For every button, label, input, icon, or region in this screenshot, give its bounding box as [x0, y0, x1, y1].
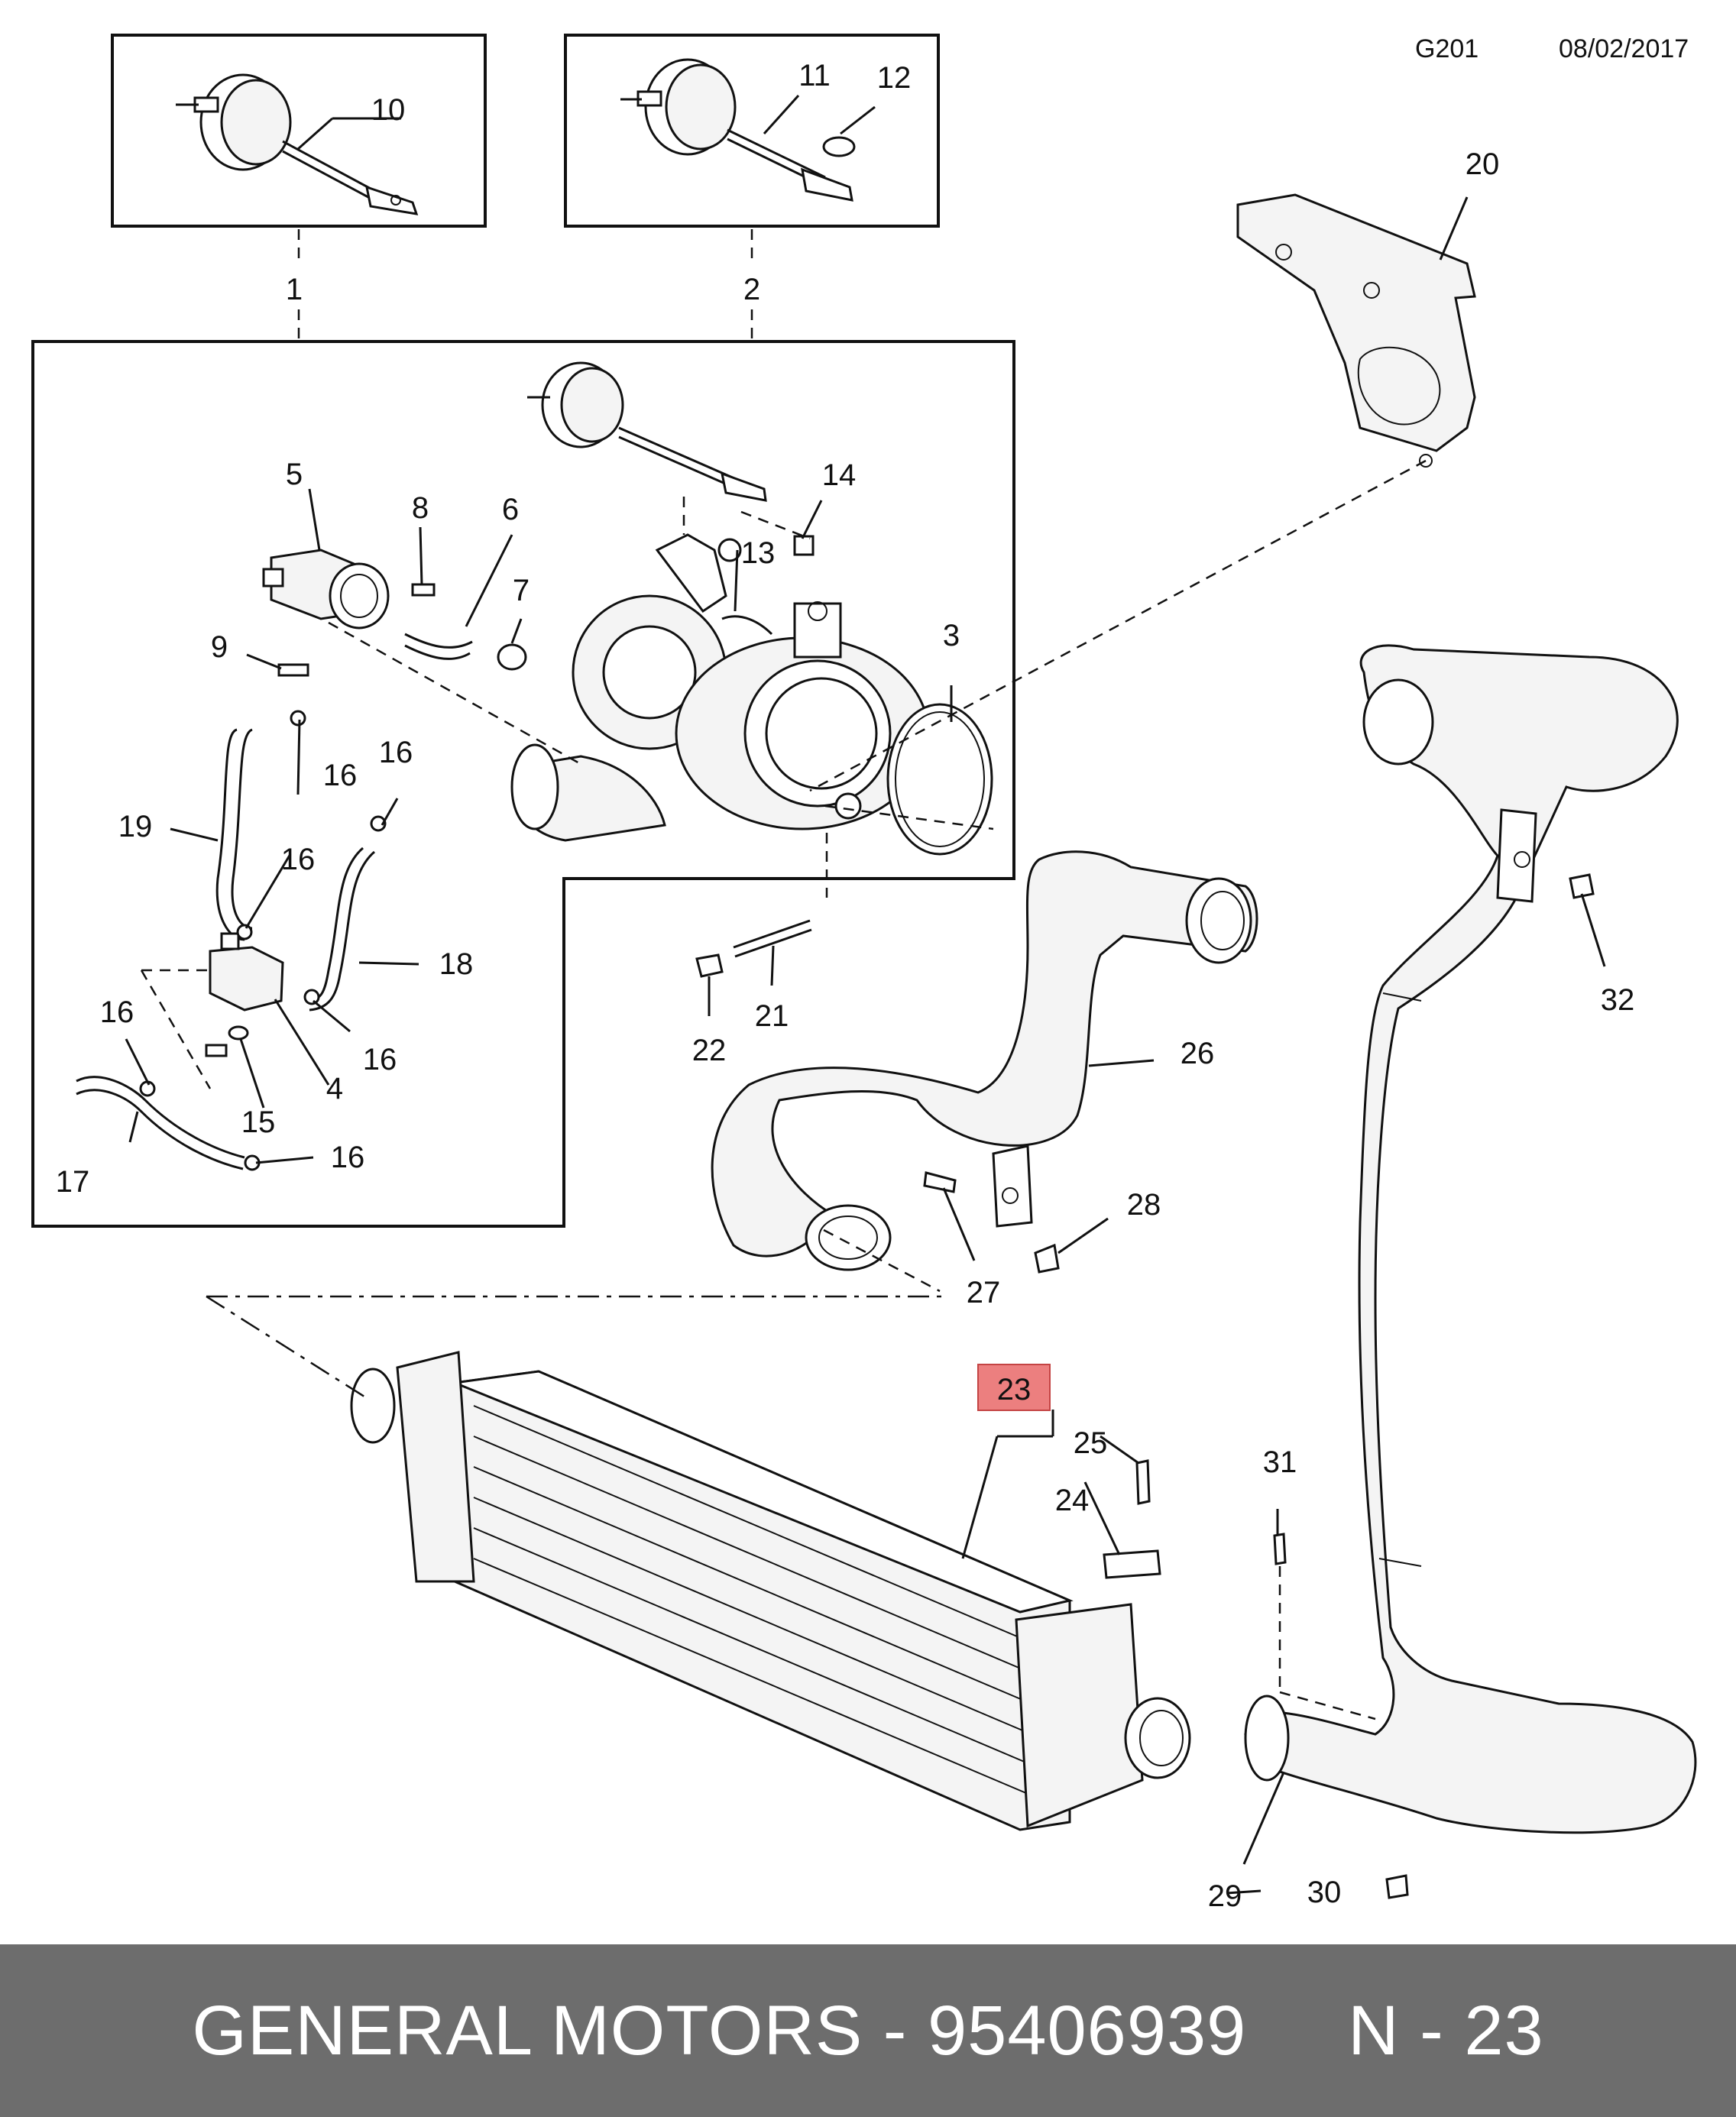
- callout-23: 23: [997, 1373, 1032, 1406]
- callout-21: 21: [755, 999, 789, 1033]
- callout-20: 20: [1466, 147, 1500, 181]
- callout-7: 7: [513, 574, 530, 607]
- callout-27: 27: [967, 1276, 1001, 1309]
- charge-air-hose-26: [711, 850, 1258, 1271]
- nut-32: [1569, 873, 1595, 899]
- callout-2: 2: [743, 273, 760, 306]
- callout-16-d: 16: [100, 995, 134, 1029]
- diagram-date: 08/02/2017: [1559, 34, 1689, 63]
- callout-1: 1: [286, 273, 303, 306]
- callout-11: 11: [798, 59, 831, 92]
- callout-5: 5: [286, 458, 303, 491]
- callout-17: 17: [56, 1165, 90, 1199]
- callout-15: 15: [241, 1105, 276, 1139]
- callout-29: 29: [1208, 1879, 1242, 1913]
- bolt-31: [1273, 1533, 1287, 1565]
- clip-13: [721, 615, 773, 636]
- bolt-8: [411, 583, 436, 597]
- callout-30: 30: [1307, 1876, 1342, 1909]
- vacuum-hose-19: [215, 728, 245, 941]
- stud-21: [733, 919, 811, 949]
- callout-16-b: 16: [379, 736, 413, 769]
- callout-14: 14: [822, 458, 857, 492]
- part-number: 95406939: [928, 1991, 1247, 2070]
- highlighted-part-box: [977, 1364, 1051, 1411]
- callout-13: 13: [741, 536, 776, 570]
- callout-6: 6: [502, 493, 519, 526]
- callout-4: 4: [326, 1072, 343, 1105]
- callout-16-e: 16: [363, 1043, 397, 1076]
- part-footer-bar: GENERAL MOTORS - 95406939 N - 23: [0, 1944, 1736, 2117]
- detail-box-actuator-10: [111, 34, 487, 228]
- callout-19: 19: [118, 810, 153, 843]
- callout-9: 9: [211, 630, 228, 664]
- turbocharger-assembly-box: [31, 340, 1015, 1228]
- heat-shield-illustration: [1236, 193, 1476, 468]
- callout-16-c: 16: [281, 843, 316, 876]
- nut-22: [695, 953, 724, 978]
- solenoid-valve: [209, 946, 284, 1012]
- bypass-valve-illustration: [262, 549, 390, 630]
- leader-20: [1439, 196, 1469, 261]
- bolt-25: [1135, 1459, 1151, 1505]
- callout-3: 3: [943, 619, 960, 652]
- callout-18: 18: [439, 947, 474, 981]
- leader-12: [840, 105, 876, 135]
- intercooler-illustration: [350, 1351, 1191, 1831]
- nut-28: [1034, 1243, 1060, 1274]
- callout-22: 22: [692, 1034, 727, 1067]
- callout-12: 12: [877, 61, 912, 95]
- turbocharger-illustration: [510, 361, 930, 842]
- diagram-code: G201: [1415, 34, 1479, 63]
- part-identification: GENERAL MOTORS - 95406939 N - 23: [192, 1991, 1543, 2071]
- callout-16-a: 16: [323, 759, 358, 792]
- o-ring-seal: [497, 643, 527, 671]
- bolt-9: [277, 663, 309, 677]
- nut-14: [793, 535, 815, 556]
- detail-box-actuator-11: [564, 34, 940, 228]
- gasket-ring: [886, 703, 993, 856]
- callout-16-f: 16: [331, 1141, 365, 1174]
- wastegate-actuator-illustration: [176, 73, 419, 215]
- sensor-24: [1103, 1549, 1161, 1579]
- footer-separator: -: [863, 1991, 928, 2070]
- bolt-30: [1385, 1874, 1409, 1899]
- callout-31: 31: [1263, 1445, 1297, 1479]
- callout-32: 32: [1601, 983, 1635, 1017]
- wastegate-actuator-with-washer-illustration: [620, 58, 856, 202]
- callout-24: 24: [1055, 1484, 1090, 1517]
- leader-10b: [297, 117, 333, 151]
- callout-10: 10: [371, 93, 406, 127]
- vacuum-hose-17: [76, 1076, 245, 1159]
- manufacturer-name: GENERAL MOTORS: [192, 1991, 863, 2070]
- diagram-position: N - 23: [1348, 1991, 1544, 2070]
- charge-air-pipe-assembly: [1244, 644, 1697, 1834]
- exploded-parts-diagram: G201 08/02/2017: [31, 34, 1697, 1913]
- callout-8: 8: [412, 491, 429, 525]
- callout-28: 28: [1127, 1188, 1161, 1222]
- callout-25: 25: [1074, 1426, 1108, 1460]
- leader-11: [763, 94, 800, 135]
- callout-26: 26: [1181, 1037, 1215, 1070]
- bolt-27: [923, 1171, 957, 1193]
